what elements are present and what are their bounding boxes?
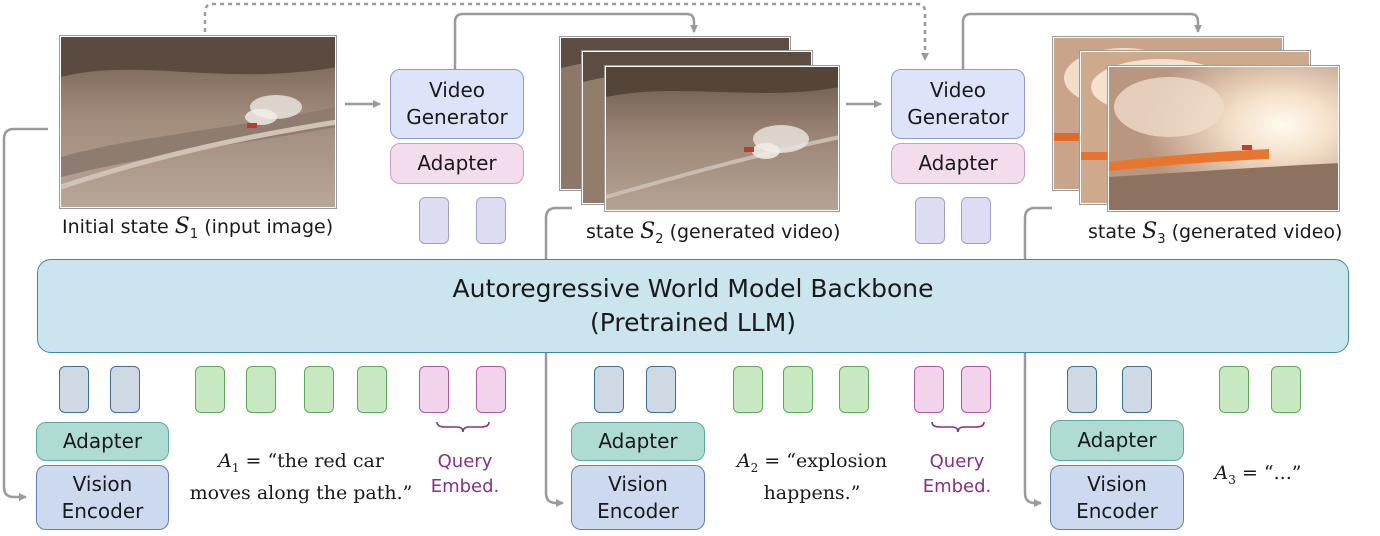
generator-token (476, 197, 506, 244)
world-model-backbone: Autoregressive World Model Backbone (Pre… (37, 259, 1349, 353)
vision-encoder-line1: Vision (1087, 471, 1147, 496)
visual-token (594, 366, 624, 413)
text-token (357, 366, 387, 413)
action-text-1: A1 = “the red car moves along the path.” (183, 449, 419, 506)
query-token (419, 366, 449, 413)
caption-state-3: state S3 (generated video) (1088, 219, 1342, 247)
vision-adapter-3: Adapter (1050, 420, 1184, 461)
text-token (783, 366, 813, 413)
generator-token (419, 197, 449, 244)
text-token (1219, 366, 1249, 413)
text-token (839, 366, 869, 413)
s2-frame-front (605, 66, 839, 211)
query-line1: Query (929, 451, 985, 472)
caption-state-2: state S2 (generated video) (586, 219, 840, 247)
arrow-s3-to-vision-encoder3 (1023, 206, 1052, 507)
adapter-label: Adapter (1077, 428, 1157, 452)
query-embed-label-2: Query Embed. (917, 449, 997, 499)
state-symbol: S (1142, 219, 1158, 244)
arrow-generator1-to-s2 (453, 12, 698, 70)
action-text-2: A2 = “explosion happens.” (722, 449, 902, 506)
query-brace-2 (931, 421, 985, 433)
vision-adapter-2: Adapter (571, 422, 705, 461)
video-generator-line2: Generator (406, 105, 508, 129)
caption-suffix: (generated video) (663, 221, 841, 243)
query-embed-label-1: Query Embed. (425, 449, 505, 499)
vision-encoder-line1: Vision (72, 471, 133, 496)
backbone-title: Autoregressive World Model Backbone (452, 274, 934, 303)
text-token (1271, 366, 1301, 413)
query-line2: Embed. (922, 476, 992, 497)
query-line2: Embed. (430, 476, 500, 497)
state-symbol: S (174, 214, 190, 239)
adapter-label: Adapter (417, 151, 497, 175)
arrow-s1-to-vision-encoder1 (2, 127, 48, 501)
arrow-s2-to-vision-encoder2 (544, 206, 572, 507)
visual-token (1122, 366, 1152, 413)
action-subscript: 1 (231, 460, 240, 475)
backbone-subtitle: (Pretrained LLM) (589, 308, 797, 337)
action-subscript: 3 (1228, 472, 1236, 487)
action-symbol: A (1214, 462, 1229, 484)
caption-suffix: (generated video) (1165, 221, 1343, 243)
vision-encoder-2: Vision Encoder (571, 465, 705, 530)
caption-initial-state: Initial state S1 (input image) (62, 214, 333, 242)
s3-frame-front (1108, 66, 1339, 211)
query-brace-1 (436, 421, 490, 433)
state-subscript: 2 (655, 231, 664, 247)
video-generator-2: Video Generator (891, 69, 1025, 139)
text-token (246, 366, 276, 413)
adapter-label: Adapter (62, 429, 143, 453)
state-subscript: 1 (189, 226, 199, 242)
vision-adapter-1: Adapter (36, 422, 169, 461)
vision-encoder-line1: Vision (608, 471, 668, 496)
vision-encoder-1: Vision Encoder (36, 465, 169, 530)
video-generator-1: Video Generator (390, 69, 524, 139)
action-line2: moves along the path.” (189, 481, 413, 504)
video-generator-line1: Video (428, 78, 486, 102)
video-generator-line2: Generator (907, 105, 1009, 129)
action-symbol: A (218, 450, 232, 472)
caption-prefix: state (1088, 221, 1143, 243)
initial-state-image (60, 36, 336, 208)
query-token (914, 366, 944, 413)
action-eq: = “explosion (758, 450, 888, 472)
vision-encoder-line2: Encoder (1076, 498, 1158, 523)
action-eq: = “...” (1235, 462, 1302, 484)
generator-token (915, 197, 945, 244)
state-symbol: S (640, 219, 656, 244)
action-text-3: A3 = “...” (1203, 461, 1313, 493)
action-line2: happens.” (763, 481, 861, 504)
query-line1: Query (437, 451, 493, 472)
visual-token (1067, 366, 1097, 413)
video-generator-line1: Video (929, 78, 987, 102)
caption-prefix: Initial state (62, 216, 175, 238)
action-symbol: A (736, 450, 751, 472)
query-token (476, 366, 506, 413)
query-token (961, 366, 991, 413)
arrow-generator2-to-s3 (961, 12, 1202, 70)
text-token (304, 366, 334, 413)
action-eq: = “the red car (239, 450, 384, 472)
action-subscript: 2 (750, 460, 759, 475)
visual-token (646, 366, 676, 413)
adapter-label: Adapter (918, 151, 998, 175)
dotted-arrow-s1-to-generator2 (203, 2, 929, 61)
vision-encoder-line2: Encoder (61, 498, 144, 523)
generator-token (961, 197, 991, 244)
vision-encoder-3: Vision Encoder (1050, 465, 1184, 530)
caption-prefix: state (586, 221, 641, 243)
text-token (195, 366, 225, 413)
visual-token (110, 366, 140, 413)
caption-suffix: (input image) (198, 216, 334, 238)
generator-adapter-2: Adapter (891, 143, 1025, 184)
adapter-label: Adapter (598, 429, 678, 453)
state-subscript: 3 (1157, 231, 1166, 247)
vision-encoder-line2: Encoder (597, 498, 679, 523)
generator-adapter-1: Adapter (390, 143, 524, 184)
text-token (733, 366, 763, 413)
visual-token (59, 366, 89, 413)
